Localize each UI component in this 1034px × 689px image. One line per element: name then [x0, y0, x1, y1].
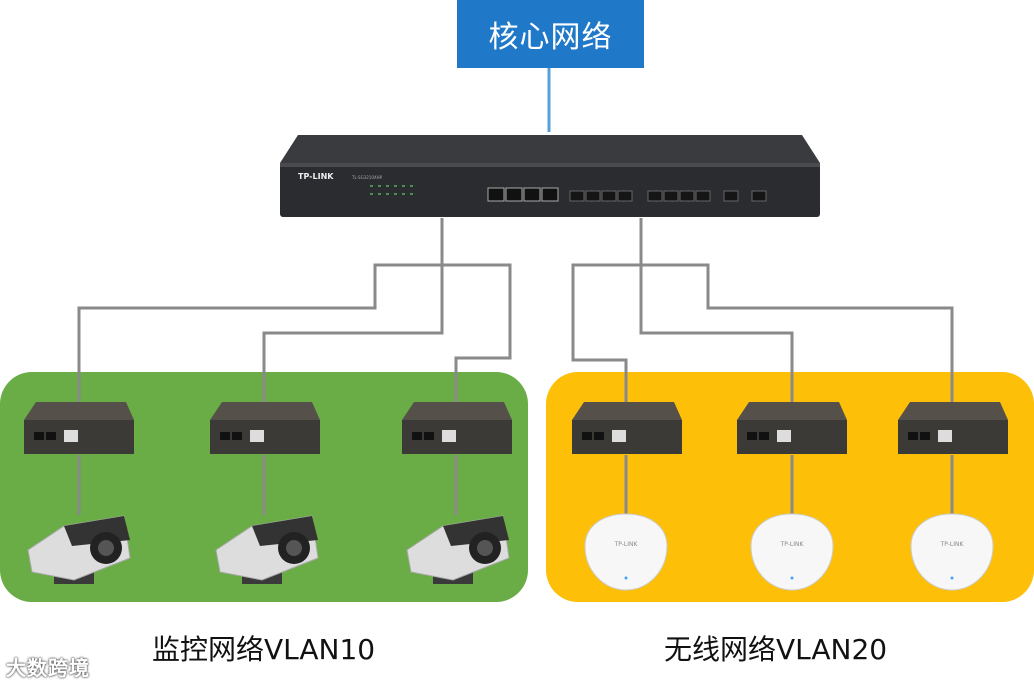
link-camera-3 — [442, 263, 512, 410]
link-ap-1 — [571, 218, 643, 410]
media-converter-5 — [737, 402, 847, 454]
link-ap-3 — [641, 263, 954, 410]
ap-brand-3: TP-LINK — [940, 541, 965, 548]
link-camera-1 — [77, 218, 444, 410]
media-converter-4 — [572, 402, 682, 454]
access-point-icon-1: TP-LINK — [584, 513, 668, 591]
media-converter-3 — [402, 402, 512, 454]
access-point-icon-2: TP-LINK — [750, 513, 834, 591]
switch-model: TL-SG3210XHP — [351, 175, 383, 180]
camera-icon-3 — [406, 515, 510, 584]
switch-brand: TP-LINK — [298, 172, 334, 181]
media-converter-6 — [898, 402, 1008, 454]
ap-brand-1: TP-LINK — [614, 541, 639, 548]
surveillance-zone-label: 监控网络VLAN10 — [152, 633, 376, 666]
link-camera-2 — [262, 218, 444, 410]
camera-icon-1 — [27, 515, 131, 584]
link-ap-2 — [639, 218, 794, 410]
media-converter-2 — [210, 402, 320, 454]
core-network-node: 核心网络 — [457, 0, 644, 68]
core-switch: TP-LINK TL-SG3210XHP — [280, 135, 820, 217]
media-converter-1 — [24, 402, 134, 454]
ap-brand-2: TP-LINK — [780, 541, 805, 548]
camera-icon-2 — [215, 515, 319, 584]
watermark: 大数跨境 — [6, 656, 90, 680]
wireless-zone-label: 无线网络VLAN20 — [664, 633, 888, 666]
access-point-icon-3: TP-LINK — [910, 513, 994, 591]
